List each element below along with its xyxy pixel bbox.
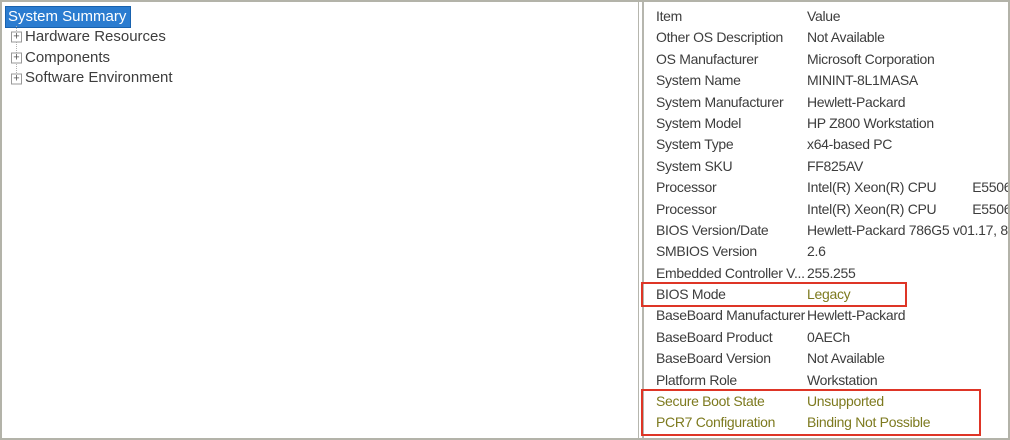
table-row[interactable]: Processor Intel(R) Xeon(R) CPU E5506 [656, 199, 1008, 220]
expand-plus-icon[interactable]: + [11, 31, 22, 43]
selected-tree-item-label[interactable]: System Summary [5, 6, 132, 28]
table-row[interactable]: SMBIOS Version 2.6 [656, 241, 1008, 262]
row-item-label: Embedded Controller V... [656, 264, 805, 281]
row-item-label: SMBIOS Version [656, 243, 757, 260]
table-row[interactable]: Other OS Description Not Available [656, 27, 1008, 48]
table-row[interactable]: System Name MININT-8L1MASA [656, 70, 1008, 91]
tree-item-label: Components [25, 48, 111, 66]
row-item-value: MININT-8L1MASA [807, 72, 918, 89]
row-item-value: x64-based PC [807, 136, 893, 153]
row-item-value: 255.255 [807, 264, 856, 281]
row-item-label: OS Manufacturer [656, 50, 759, 67]
row-item-value: 2.6 [807, 243, 826, 260]
row-item-value: Unsupported [807, 393, 884, 410]
row-item-label: BIOS Mode [656, 286, 726, 303]
table-row-pcr7-configuration[interactable]: PCR7 Configuration Binding Not Possible [656, 412, 1008, 433]
table-row[interactable]: BaseBoard Product 0AECh [656, 327, 1008, 348]
tree-item-software-environment[interactable]: + Software Environment [2, 68, 638, 89]
row-item-value: Hewlett-Packard 786G5 v01.17, 8/ [807, 221, 1008, 238]
table-row[interactable]: BIOS Version/Date Hewlett-Packard 786G5 … [656, 220, 1008, 241]
table-row[interactable]: System Manufacturer Hewlett-Packard [656, 92, 1008, 113]
row-item-value: Legacy [807, 286, 851, 303]
row-item-label: Processor [656, 179, 717, 196]
row-item-label: System Name [656, 72, 741, 89]
table-row[interactable]: Platform Role Workstation [656, 370, 1008, 391]
row-item-label: Other OS Description [656, 29, 784, 46]
row-item-value: Not Available [807, 350, 885, 367]
column-header-value[interactable]: Value [807, 8, 841, 24]
table-row[interactable]: BaseBoard Manufacturer Hewlett-Packard [656, 305, 1008, 326]
row-item-label: PCR7 Configuration [656, 414, 776, 431]
tree-item-hardware-resources[interactable]: + Hardware Resources [2, 27, 638, 48]
row-item-label: System Manufacturer [656, 93, 784, 110]
column-header-row: Item Value [656, 6, 1008, 27]
expand-plus-icon[interactable]: + [11, 73, 22, 85]
row-item-label: BaseBoard Version [656, 350, 771, 367]
tree-item-label: Hardware Resources [25, 28, 166, 45]
category-tree-pane: System Summary + Hardware Resources + Co… [2, 2, 639, 438]
table-row[interactable]: OS Manufacturer Microsoft Corporation [656, 49, 1008, 70]
row-item-value: FF825AV [807, 157, 863, 174]
table-row-secure-boot-state[interactable]: Secure Boot State Unsupported [656, 391, 1008, 412]
row-item-label: BaseBoard Manufacturer [656, 307, 806, 324]
tree-item-components[interactable]: + Components [2, 48, 638, 69]
tree-connector-line [16, 26, 17, 79]
table-row[interactable]: System Type x64-based PC [656, 134, 1008, 155]
row-item-label: Platform Role [656, 371, 737, 388]
row-item-value: Not Available [807, 29, 885, 46]
detail-list-pane: Item Value Other OS Description Not Avai… [642, 2, 1008, 438]
row-item-value: Hewlett-Packard [807, 307, 906, 324]
row-item-value: Microsoft Corporation [807, 50, 935, 67]
row-item-label: System Type [656, 136, 734, 153]
column-header-item[interactable]: Item [656, 8, 683, 24]
row-item-value: Workstation [807, 371, 878, 388]
row-item-label: BaseBoard Product [656, 328, 773, 345]
row-item-value: Hewlett-Packard [807, 93, 906, 110]
row-item-label: System SKU [656, 157, 733, 174]
tree-item-system-summary[interactable]: System Summary [5, 6, 638, 28]
row-item-label: System Model [656, 114, 742, 131]
table-row[interactable]: Processor Intel(R) Xeon(R) CPU E5506 [656, 177, 1008, 198]
tree-item-label: Software Environment [25, 69, 173, 87]
row-item-label: Secure Boot State [656, 393, 765, 410]
expand-plus-icon[interactable]: + [11, 52, 22, 64]
table-row[interactable]: System Model HP Z800 Workstation [656, 113, 1008, 134]
row-item-value: Intel(R) Xeon(R) CPU E5506 [807, 179, 1008, 196]
row-item-label: BIOS Version/Date [656, 221, 769, 238]
row-item-value: HP Z800 Workstation [807, 114, 934, 131]
table-row-bios-mode[interactable]: BIOS Mode Legacy [656, 284, 1008, 305]
table-row[interactable]: BaseBoard Version Not Available [656, 348, 1008, 369]
table-row[interactable]: Embedded Controller V... 255.255 [656, 263, 1008, 284]
table-row[interactable]: System SKU FF825AV [656, 156, 1008, 177]
row-item-value: 0AECh [807, 328, 850, 345]
row-item-value: Binding Not Possible [807, 414, 931, 431]
row-item-value: Intel(R) Xeon(R) CPU E5506 [807, 200, 1008, 217]
row-item-label: Processor [656, 200, 717, 217]
